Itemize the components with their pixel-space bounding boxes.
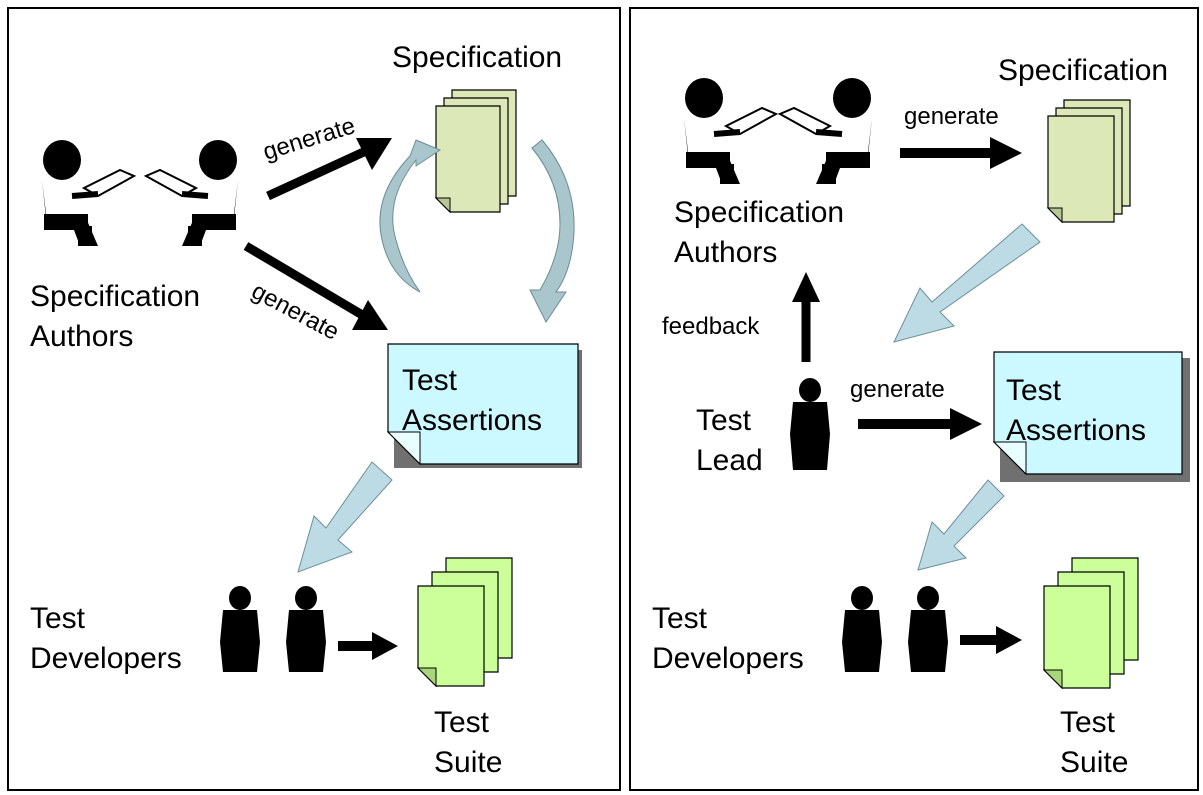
left-generate-arrow-top <box>266 138 392 201</box>
left-specification-docs <box>434 89 517 214</box>
right-feedback-arrow <box>792 272 820 362</box>
right-suite-label-1: Test <box>1060 706 1116 739</box>
left-suite-label-1: Test <box>434 706 490 739</box>
standing-person-icon <box>842 586 882 672</box>
right-dev-to-suite-arrow <box>960 626 1022 654</box>
left-authors-label-2: Authors <box>30 320 133 353</box>
left-developer-figures <box>220 586 326 672</box>
right-test-assertions-label-2: Assertions <box>1006 414 1146 447</box>
seated-person-icon <box>42 140 137 246</box>
left-test-assertions-label-2: Assertions <box>402 404 542 437</box>
right-test-assertions-note <box>992 351 1190 482</box>
left-suite-label-2: Suite <box>434 746 502 779</box>
right-developer-figures <box>842 586 948 672</box>
left-panel: Specification <box>30 41 582 779</box>
right-feedback-label: feedback <box>662 313 760 340</box>
left-developers-label-1: Test <box>30 602 86 635</box>
right-lead-label-1: Test <box>696 404 752 437</box>
standing-person-icon <box>790 378 830 470</box>
left-dev-to-suite-arrow <box>338 632 398 660</box>
left-test-assertions-note <box>386 343 582 468</box>
right-specification-docs <box>1046 99 1131 224</box>
right-flow-arrow-down <box>917 479 1005 571</box>
right-generate-arrow-top <box>900 137 1022 169</box>
seated-person-icon <box>143 140 238 246</box>
right-generate-label-lead: generate <box>850 376 945 403</box>
left-generate-arrow-bottom <box>243 242 388 330</box>
right-lead-label-2: Lead <box>696 444 763 477</box>
right-authors-label-2: Authors <box>674 236 777 269</box>
right-spec-authors-figures <box>684 78 872 184</box>
standing-person-icon <box>220 586 260 672</box>
right-flow-arrow-spec-to-lead <box>893 223 1041 343</box>
right-suite-label-2: Suite <box>1060 746 1128 779</box>
left-spec-authors-figures <box>40 140 240 248</box>
right-developers-label-2: Developers <box>652 642 804 675</box>
right-test-assertions-label-1: Test <box>1006 374 1062 407</box>
right-generate-arrow-lead <box>858 408 982 440</box>
right-generate-label-top: generate <box>904 103 999 130</box>
left-cycle-arrows <box>379 139 575 323</box>
left-developers-label-2: Developers <box>30 642 182 675</box>
left-authors-label-1: Specification <box>30 280 200 313</box>
standing-person-icon <box>286 586 326 672</box>
right-panel: Specification <box>652 54 1190 779</box>
left-flow-arrow-down <box>297 461 393 573</box>
right-test-suite-docs <box>1042 557 1139 690</box>
left-test-suite-docs <box>416 557 513 688</box>
left-test-assertions-label-1: Test <box>402 364 458 397</box>
standing-person-icon <box>908 586 948 672</box>
right-specification-label: Specification <box>998 54 1168 87</box>
seated-person-icon <box>777 78 872 184</box>
right-developers-label-1: Test <box>652 602 708 635</box>
left-specification-label: Specification <box>392 41 562 74</box>
seated-person-icon <box>684 78 779 184</box>
right-authors-label-1: Specification <box>674 196 844 229</box>
